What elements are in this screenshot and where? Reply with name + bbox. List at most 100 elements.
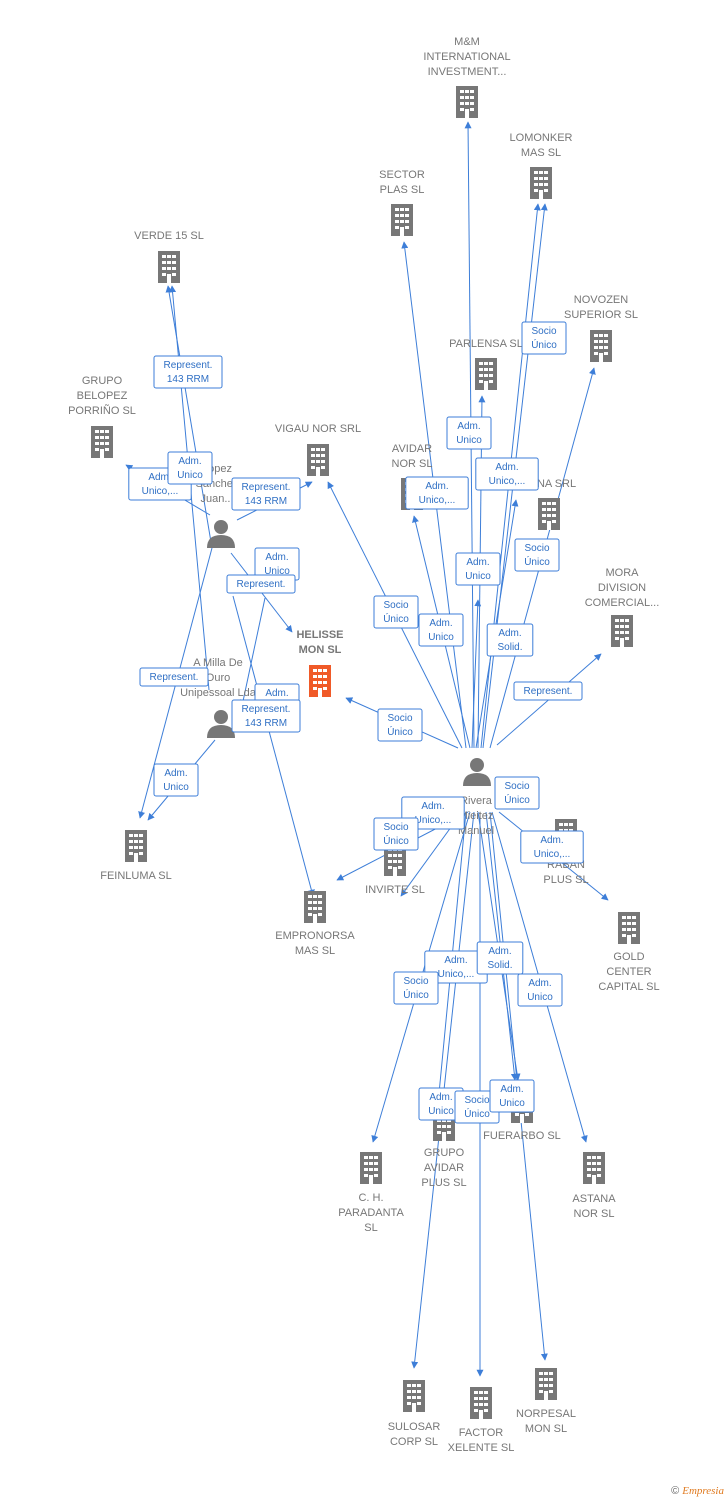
relation-text: Socio — [531, 326, 556, 337]
relation-label[interactable]: Adm.Unico,... — [475, 457, 539, 491]
relation-text: Unico,... — [534, 849, 571, 860]
relation-text: Socio — [403, 976, 428, 987]
relation-text: Adm. — [488, 946, 511, 957]
company-label: FACTOR — [459, 1427, 503, 1439]
company-label: SECTOR — [379, 169, 425, 181]
relation-labels-layer: Represent.143 RRMAdm.Unico,...Adm.UnicoR… — [128, 321, 584, 1124]
relation-text: Adm. — [148, 472, 171, 483]
relation-label[interactable]: Represent. — [226, 574, 296, 594]
relation-text: Adm. — [457, 421, 480, 432]
relation-text: Adm. — [500, 1084, 523, 1095]
edge-line — [232, 595, 315, 897]
company-label: MON SL — [525, 1423, 567, 1435]
relation-label[interactable]: Adm.Unico — [153, 763, 199, 797]
relation-label[interactable]: Adm.Unico,... — [424, 950, 488, 984]
relation-label[interactable]: Represent. — [139, 667, 209, 687]
relation-text: Unico — [527, 992, 553, 1003]
company-label: PLAS SL — [380, 184, 425, 196]
company-node-mora[interactable]: MORADIVISIONCOMERCIAL... — [585, 567, 660, 647]
company-label: COMERCIAL... — [585, 597, 660, 609]
relation-box — [153, 763, 199, 797]
relation-label[interactable]: Adm.Solid. — [476, 941, 524, 975]
building-icon — [391, 204, 413, 236]
brand-logo-text[interactable]: Empresia — [682, 1485, 724, 1497]
relation-label[interactable]: Adm.Unico — [254, 547, 300, 581]
relation-text: Solid. — [497, 642, 522, 653]
relation-box — [167, 451, 213, 485]
company-label: CENTER — [606, 966, 651, 978]
relation-label[interactable]: Adm.Unico,... — [520, 830, 584, 864]
relation-box — [486, 623, 534, 657]
company-label: INVIRTE SL — [365, 884, 425, 896]
relation-label[interactable]: Represent.143 RRM — [153, 355, 223, 389]
company-node-vigau[interactable]: VIGAU NOR SRL — [275, 423, 361, 476]
relation-label[interactable]: Represent.143 RRM — [231, 699, 301, 733]
company-label: DIVISION — [598, 582, 646, 594]
relation-label[interactable]: Represent. — [513, 681, 583, 701]
relation-label[interactable]: Represent.143 RRM — [231, 477, 301, 511]
relation-text: Represent. — [242, 482, 291, 493]
relation-text: Represent. — [524, 686, 573, 697]
company-label: GOLD — [613, 951, 644, 963]
company-node-verde[interactable]: VERDE 15 SL — [134, 230, 204, 283]
relation-box — [513, 681, 583, 701]
company-label: VIGAU NOR SRL — [275, 423, 361, 435]
relation-label[interactable]: Adm.Unico — [455, 552, 501, 586]
relation-text: Único — [403, 988, 429, 1001]
relation-label[interactable]: Adm.Unico,... — [405, 476, 469, 510]
person-node-lopez[interactable]: LopezSanchezJuan... — [196, 463, 239, 548]
company-label: PORRIÑO SL — [68, 404, 136, 417]
company-label: MAS SL — [295, 945, 335, 957]
relation-label[interactable]: Adm.Unico — [167, 451, 213, 485]
company-node-mm[interactable]: M&MINTERNATIONALINVESTMENT... — [423, 36, 511, 118]
relation-label[interactable]: Adm.Unico — [489, 1079, 535, 1113]
company-label: SL — [364, 1222, 377, 1234]
person-icon — [463, 758, 491, 786]
company-label: NOR SL — [392, 458, 433, 470]
relation-text: Socio — [383, 822, 408, 833]
relation-label[interactable]: Adm.Solid. — [486, 623, 534, 657]
building-icon — [475, 358, 497, 390]
relation-text: Único — [387, 725, 413, 738]
company-node-invirte[interactable]: INVIRTE SL — [365, 844, 425, 896]
company-node-parlensa[interactable]: PARLENSA SL — [449, 338, 523, 390]
company-node-feinluma[interactable]: FEINLUMA SL — [100, 830, 172, 882]
company-label: PLUS SL — [421, 1177, 466, 1189]
building-icon — [538, 498, 560, 530]
company-node-sector[interactable]: SECTOR PLAS SL — [379, 169, 425, 236]
company-node-fuerarbo[interactable]: FUERARBO SL — [483, 1091, 561, 1142]
relation-text: Adm. — [178, 456, 201, 467]
relation-box — [405, 476, 469, 510]
company-label: FUERARBO SL — [483, 1130, 561, 1142]
relation-box — [377, 708, 423, 742]
relation-label[interactable]: Adm.Unico — [446, 416, 492, 450]
person-label: Manuel — [458, 825, 494, 837]
person-label: Unipessoal Lda — [180, 687, 257, 699]
relation-label[interactable]: Adm.Unico — [517, 973, 563, 1007]
relation-label[interactable]: Adm.Unico — [418, 613, 464, 647]
relation-text: Represent. — [150, 672, 199, 683]
